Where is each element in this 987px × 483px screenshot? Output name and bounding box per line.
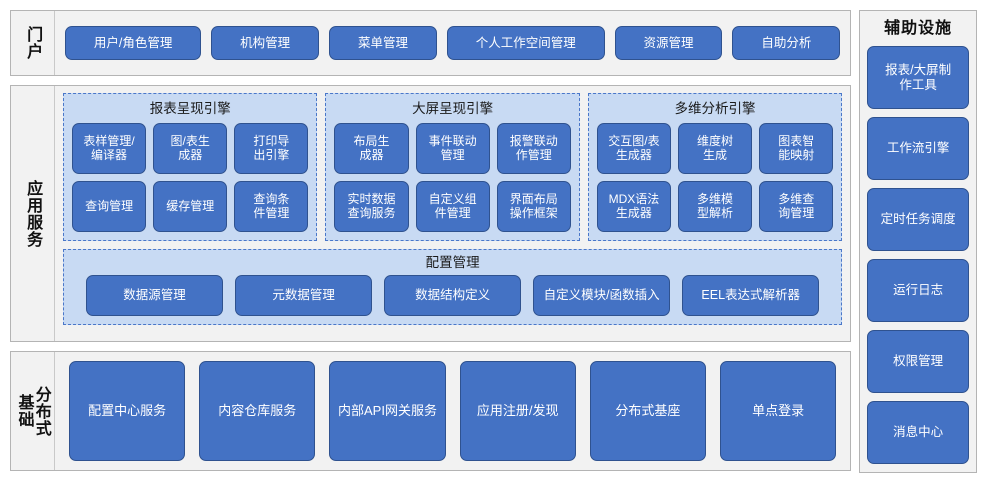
aux-item-message-center[interactable]: 消息中心 <box>867 401 969 464</box>
report-rendering-engine-grid: 表样管理/ 编译器 图/表生 成器 打印导 出引擎 查询管理 缓存管理 查询条 … <box>72 122 309 232</box>
cell-print-export-engine[interactable]: 打印导 出引擎 <box>234 122 309 174</box>
base-item-config-center-service[interactable]: 配置中心服务 <box>69 361 186 461</box>
configuration-management-title: 配置管理 <box>425 255 480 270</box>
cell-chart-table-generator[interactable]: 图/表生 成器 <box>153 122 228 174</box>
distributed-base-label-text: 分布式 基础 <box>15 385 50 437</box>
cell-realtime-data-query-service[interactable]: 实时数据 查询服务 <box>334 180 409 232</box>
portal-item-org[interactable]: 机构管理 <box>211 26 320 60</box>
report-rendering-engine-title: 报表呈现引擎 <box>149 101 231 116</box>
aux-facilities-title: 辅助设施 <box>884 20 953 37</box>
aux-item-report-screen-authoring-tool[interactable]: 报表/大屏制 作工具 <box>867 46 969 109</box>
cell-multidimensional-query-management[interactable]: 多维查 询管理 <box>759 180 834 232</box>
portal-item-resource[interactable]: 资源管理 <box>614 26 723 60</box>
aux-facilities-section: 辅助设施 报表/大屏制 作工具 工作流引擎 定时任务调度 运行日志 权限管理 消… <box>859 10 977 473</box>
application-services-body: 报表呈现引擎 表样管理/ 编译器 图/表生 成器 打印导 出引擎 查询管理 缓存… <box>55 86 850 341</box>
multidimensional-analysis-engine-panel: 多维分析引擎 交互图/表 生成器 维度树 生成 图表智 能映射 MDX语法 生成… <box>587 93 843 241</box>
base-item-app-registry-discovery[interactable]: 应用注册/发现 <box>459 361 576 461</box>
config-item-eel-expression-parser[interactable]: EEL表达式解析器 <box>682 274 820 316</box>
multidimensional-analysis-engine-grid: 交互图/表 生成器 维度树 生成 图表智 能映射 MDX语法 生成器 多维模 型… <box>596 122 834 232</box>
config-item-data-structure-definition[interactable]: 数据结构定义 <box>384 274 522 316</box>
cell-query-management[interactable]: 查询管理 <box>72 180 147 232</box>
cell-event-linkage-management[interactable]: 事件联动 管理 <box>415 122 490 174</box>
cell-mdx-syntax-generator[interactable]: MDX语法 生成器 <box>596 180 671 232</box>
aux-item-runtime-log[interactable]: 运行日志 <box>867 259 969 322</box>
base-item-distributed-foundation[interactable]: 分布式基座 <box>589 361 707 461</box>
large-screen-rendering-engine-title: 大屏呈现引擎 <box>412 101 494 116</box>
config-item-datasource-management[interactable]: 数据源管理 <box>86 274 224 316</box>
distributed-base-section: 分布式 基础 配置中心服务 内容仓库服务 内部API网关服务 应用注册/发现 分… <box>10 351 852 471</box>
portal-item-user-role[interactable]: 用户/角色管理 <box>65 26 202 60</box>
config-item-metadata-management[interactable]: 元数据管理 <box>235 274 373 316</box>
cell-layout-generator[interactable]: 布局生 成器 <box>334 122 409 174</box>
cell-dimension-tree-generation[interactable]: 维度树 生成 <box>677 122 753 174</box>
aux-item-scheduled-task-scheduling[interactable]: 定时任务调度 <box>867 188 969 251</box>
cell-alarm-linkage-action-management[interactable]: 报警联动 作管理 <box>496 122 571 174</box>
portal-section-label: 门户 <box>11 11 55 75</box>
multidimensional-analysis-engine-title: 多维分析引擎 <box>674 101 756 116</box>
main-column: 门户 用户/角色管理 机构管理 菜单管理 个人工作空间管理 资源管理 自助分析 … <box>10 10 852 473</box>
aux-item-workflow-engine[interactable]: 工作流引擎 <box>867 117 969 180</box>
large-screen-rendering-engine-panel: 大屏呈现引擎 布局生 成器 事件联动 管理 报警联动 作管理 实时数据 查询服务… <box>325 93 580 241</box>
application-services-section: 应用服务 报表呈现引擎 表样管理/ 编译器 图/表生 成器 打印导 出引擎 查询… <box>10 85 852 342</box>
cell-query-condition-management[interactable]: 查询条 件管理 <box>234 180 309 232</box>
aux-item-permission-management[interactable]: 权限管理 <box>867 330 969 393</box>
application-services-label-text: 应用服务 <box>24 179 42 248</box>
cell-interactive-chart-table-generator[interactable]: 交互图/表 生成器 <box>596 122 671 174</box>
portal-label-text: 门户 <box>24 26 42 60</box>
cell-chart-smart-mapping[interactable]: 图表智 能映射 <box>759 122 834 174</box>
base-item-internal-api-gateway-service[interactable]: 内部API网关服务 <box>329 361 446 461</box>
application-services-section-label: 应用服务 <box>11 86 55 341</box>
aux-facilities-list: 报表/大屏制 作工具 工作流引擎 定时任务调度 运行日志 权限管理 消息中心 <box>867 46 969 464</box>
cell-cache-management[interactable]: 缓存管理 <box>153 180 228 232</box>
cell-custom-component-management[interactable]: 自定义组 件管理 <box>415 180 490 232</box>
aux-column: 辅助设施 报表/大屏制 作工具 工作流引擎 定时任务调度 运行日志 权限管理 消… <box>859 10 977 473</box>
cell-multidimensional-model-parsing[interactable]: 多维模 型解析 <box>677 180 753 232</box>
portal-items-row: 用户/角色管理 机构管理 菜单管理 个人工作空间管理 资源管理 自助分析 <box>55 11 850 75</box>
report-rendering-engine-panel: 报表呈现引擎 表样管理/ 编译器 图/表生 成器 打印导 出引擎 查询管理 缓存… <box>63 93 318 241</box>
portal-item-self-service-analysis[interactable]: 自助分析 <box>732 26 841 60</box>
cell-ui-layout-operation-framework[interactable]: 界面布局 操作框架 <box>496 180 571 232</box>
large-screen-rendering-engine-grid: 布局生 成器 事件联动 管理 报警联动 作管理 实时数据 查询服务 自定义组 件… <box>334 122 571 232</box>
base-item-single-sign-on[interactable]: 单点登录 <box>720 361 837 461</box>
distributed-base-items-row: 配置中心服务 内容仓库服务 内部API网关服务 应用注册/发现 分布式基座 单点… <box>55 352 850 470</box>
portal-item-menu[interactable]: 菜单管理 <box>329 26 437 60</box>
portal-section: 门户 用户/角色管理 机构管理 菜单管理 个人工作空间管理 资源管理 自助分析 <box>10 10 852 76</box>
configuration-management-panel: 配置管理 数据源管理 元数据管理 数据结构定义 自定义模块/函数插入 EEL表达… <box>63 249 843 325</box>
distributed-base-section-label: 分布式 基础 <box>11 352 55 470</box>
configuration-management-row: 数据源管理 元数据管理 数据结构定义 自定义模块/函数插入 EEL表达式解析器 <box>72 274 833 316</box>
engine-panels-row: 报表呈现引擎 表样管理/ 编译器 图/表生 成器 打印导 出引擎 查询管理 缓存… <box>63 93 843 241</box>
config-item-custom-module-function-insert[interactable]: 自定义模块/函数插入 <box>533 274 671 316</box>
portal-item-workspace[interactable]: 个人工作空间管理 <box>446 26 605 60</box>
cell-report-template-manager[interactable]: 表样管理/ 编译器 <box>72 122 147 174</box>
base-item-content-repository-service[interactable]: 内容仓库服务 <box>199 361 316 461</box>
